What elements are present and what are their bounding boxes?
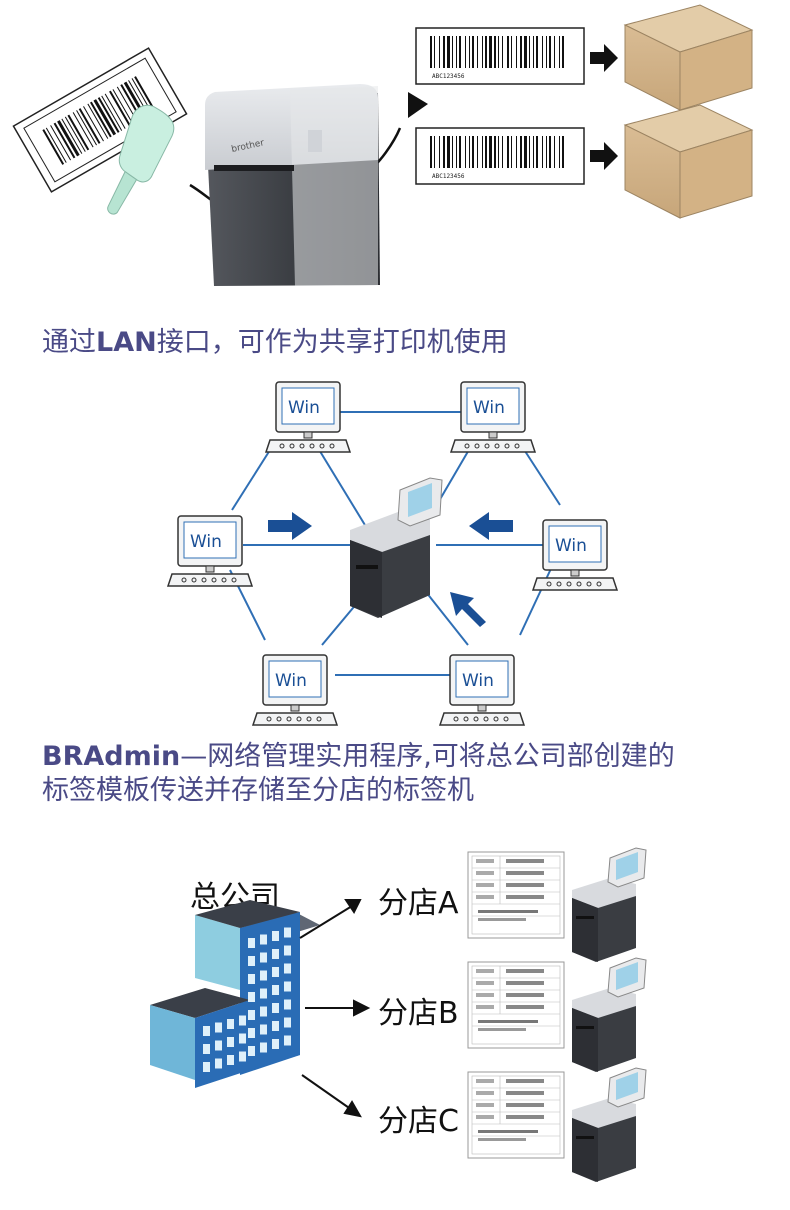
bradmin-heading-line1-rest: —网络管理实用程序,可将总公司部创建的 bbox=[180, 741, 675, 772]
computer-label: Win bbox=[473, 398, 505, 418]
computer-mid-right-icon: Win bbox=[531, 519, 619, 591]
arrow-to-box-2-icon bbox=[590, 142, 618, 170]
branch-c-group bbox=[467, 1067, 647, 1182]
computer-top-right-icon: Win bbox=[449, 381, 537, 453]
computer-label: Win bbox=[555, 536, 587, 556]
cardboard-box-2-icon bbox=[623, 104, 754, 219]
computer-mid-left-icon: Win bbox=[166, 515, 254, 587]
branch-printer-icon bbox=[572, 1067, 647, 1182]
bradmin-heading-line1: BRAdmin—网络管理实用程序,可将总公司部创建的 bbox=[42, 740, 675, 774]
barcode-scanner-icon bbox=[107, 104, 175, 215]
svg-text:ABC123456: ABC123456 bbox=[432, 73, 465, 80]
arrow-left-icon bbox=[469, 512, 513, 540]
distribution-arrows bbox=[299, 899, 371, 1118]
branch-c-label: 分店C bbox=[378, 1104, 459, 1139]
arrow-to-branch-a-icon bbox=[344, 899, 362, 914]
computer-bottom-left-icon: Win bbox=[251, 654, 339, 726]
section-scanner-printing: brother ABC123456 ABC123456 bbox=[0, 0, 790, 355]
branch-printer-icon bbox=[572, 847, 647, 962]
lan-heading-bold: LAN bbox=[96, 327, 157, 358]
bradmin-heading-bold: BRAdmin bbox=[42, 741, 181, 772]
shared-printer-icon bbox=[350, 477, 443, 618]
svg-text:ABC123456: ABC123456 bbox=[432, 173, 465, 180]
scanner-printing-illustration: brother ABC123456 ABC123456 bbox=[12, 4, 754, 355]
computer-label: Win bbox=[462, 671, 494, 691]
lan-heading-prefix: 通过 bbox=[42, 327, 96, 358]
lan-network-diagram: Win Win Win Win Win Win bbox=[0, 370, 790, 730]
arrow-to-box-1-icon bbox=[590, 44, 618, 72]
scanned-barcode-card bbox=[12, 47, 188, 193]
branch-printer-icon bbox=[572, 957, 647, 1072]
lan-network-svg: Win Win Win Win Win Win bbox=[166, 381, 619, 726]
branch-a-group bbox=[467, 847, 647, 962]
label-printer: brother bbox=[205, 84, 380, 286]
printed-label-2: ABC123456 bbox=[415, 127, 585, 185]
arrow-right-icon bbox=[268, 512, 312, 540]
branch-b-group bbox=[467, 957, 647, 1072]
template-distribution-diagram bbox=[0, 820, 790, 1206]
headquarters-building-icon bbox=[150, 900, 320, 1088]
branch-b-label: 分店B bbox=[378, 996, 459, 1031]
arrow-up-left-icon bbox=[450, 592, 486, 627]
cardboard-box-1-icon bbox=[623, 4, 754, 355]
label-template-document-icon bbox=[467, 851, 565, 939]
branch-a-label: 分店A bbox=[378, 886, 459, 921]
label-template-document-icon bbox=[467, 961, 565, 1049]
arrow-to-branch-b-icon bbox=[353, 999, 371, 1017]
printed-label-1: ABC123456 bbox=[415, 27, 585, 85]
label-template-document-icon bbox=[467, 1071, 565, 1159]
computer-top-left-icon: Win bbox=[264, 381, 352, 453]
lan-section-heading: 通过LAN接口，可作为共享打印机使用 bbox=[42, 326, 508, 360]
computer-label: Win bbox=[275, 671, 307, 691]
bradmin-heading-line2: 标签模板传送并存储至分店的标签机 bbox=[42, 775, 474, 806]
bradmin-section-heading: BRAdmin—网络管理实用程序,可将总公司部创建的 标签模板传送并存储至分店的… bbox=[42, 740, 675, 808]
output-arrow-icon bbox=[408, 92, 428, 118]
arrow-to-branch-c-icon bbox=[343, 1100, 362, 1118]
distribution-svg bbox=[150, 847, 647, 1182]
network-links bbox=[229, 411, 561, 676]
lan-heading-suffix: 接口，可作为共享打印机使用 bbox=[156, 327, 508, 358]
computer-label: Win bbox=[190, 532, 222, 552]
computer-label: Win bbox=[288, 398, 320, 418]
computer-bottom-right-icon: Win bbox=[438, 654, 526, 726]
